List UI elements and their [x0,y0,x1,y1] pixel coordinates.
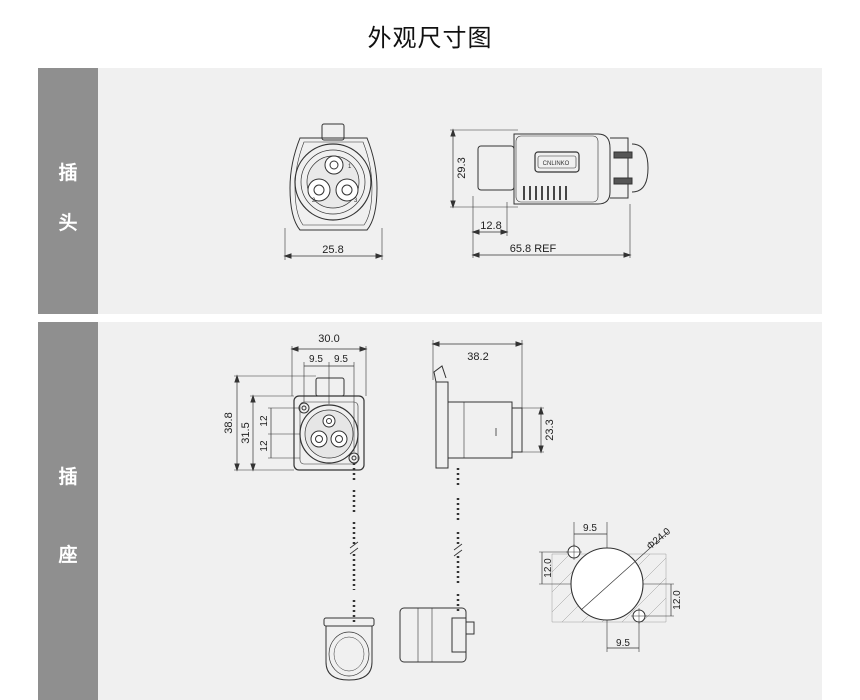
socket-height-label: 23.3 [544,419,556,440]
page-title: 外观尺寸图 [367,24,493,52]
socket-front-view [234,346,375,681]
plug-brand-mark: CNLINKO [543,161,570,167]
socket-half-lower-label: 12 [259,440,270,452]
plug-label-tab: 插 头 [38,68,98,314]
plug-width-label: 25.8 [322,244,343,256]
socket-drawing: 30.0 9.5 9.5 38.8 31.5 12 12 38.2 23.3 9… [223,333,683,681]
cutout-pitch-top-label: 9.5 [583,523,597,534]
plug-section: 插 头 [38,68,822,314]
socket-depth-label: 38.2 [467,351,488,363]
socket-height-outer-label: 38.8 [223,412,235,433]
plug-side-view [450,128,649,258]
socket-label-char-1: 插 [58,466,78,488]
socket-half-upper-label: 12 [259,415,270,427]
plug-pin-1-number: 1 [348,164,352,170]
plug-front-length-label: 12.8 [480,220,501,232]
socket-label-tab: 插 座 [38,322,98,700]
plug-label-char-2: 头 [58,212,78,234]
plug-label-char-1: 插 [58,162,78,184]
cutout-offset-right-label: 12.0 [672,590,683,610]
plug-total-length-label: 65.8 REF [510,243,557,255]
socket-height-mid-label: 31.5 [240,422,252,443]
cutout-diameter-label: Φ24.0 [645,526,673,552]
plug-drawing: 1 2 3 CNLINKO 25.8 29.3 12.8 65.8 REF [283,123,649,260]
socket-label-char-2: 座 [58,544,78,566]
socket-side-view [399,340,544,663]
plug-height-label: 29.3 [456,157,468,178]
cutout-pitch-bottom-label: 9.5 [616,638,630,649]
socket-pitch-left-label: 9.5 [309,354,323,365]
cutout-offset-left-label: 12.0 [543,558,554,578]
socket-pitch-right-label: 9.5 [334,354,348,365]
socket-panel-cutout [539,522,674,652]
plug-pin-3-number: 3 [354,198,358,204]
plug-front-view [283,123,384,260]
socket-width-label: 30.0 [318,333,339,345]
plug-pin-2-number: 2 [312,198,316,204]
socket-section: 插 座 [38,322,822,700]
